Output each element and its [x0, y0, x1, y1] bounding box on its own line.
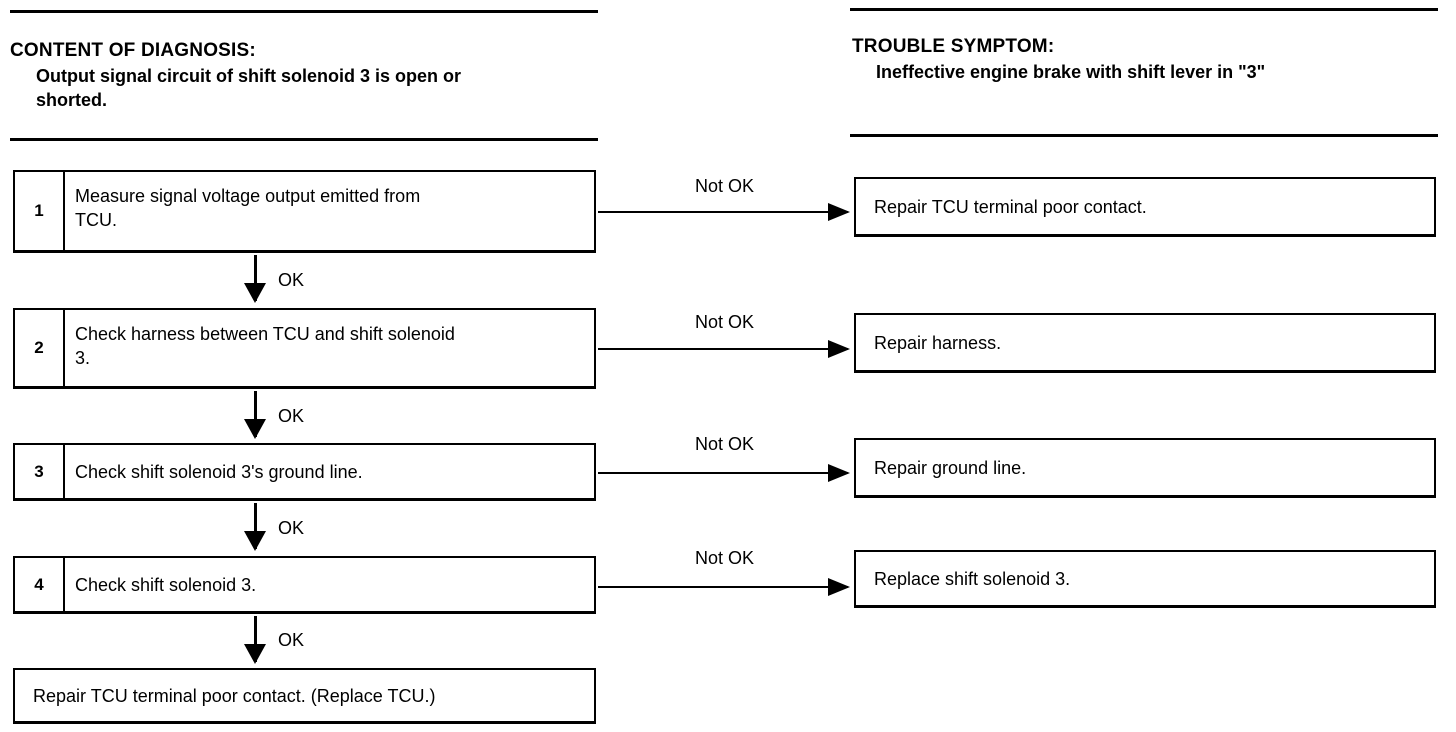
- step-number: 4: [15, 558, 65, 611]
- step-text-line-2: TCU.: [75, 210, 117, 230]
- not-ok-arrow-3: [598, 464, 850, 482]
- step-box-1: 1 Measure signal voltage output emitted …: [13, 170, 596, 253]
- step-text-line-1: Check shift solenoid 3's ground line.: [75, 462, 363, 482]
- result-text: Replace shift solenoid 3.: [874, 569, 1071, 589]
- result-box-2: Repair harness.: [854, 313, 1436, 373]
- not-ok-arrow-4: [598, 578, 850, 596]
- ok-label-4: OK: [278, 630, 305, 650]
- right-header-bottom-rule: [850, 134, 1438, 137]
- step-text-line-1: Measure signal voltage output emitted fr…: [75, 186, 421, 206]
- not-ok-label-1: Not OK: [695, 176, 755, 196]
- step-number: 2: [15, 310, 65, 386]
- diagnosis-line-2: shorted.: [36, 90, 108, 110]
- not-ok-label-3: Not OK: [695, 434, 755, 454]
- step-box-4: 4 Check shift solenoid 3.: [13, 556, 596, 614]
- final-result-box: Repair TCU terminal poor contact. (Repla…: [13, 668, 596, 724]
- symptom-text: Ineffective engine brake with shift leve…: [876, 62, 1266, 82]
- ok-label-3: OK: [278, 518, 305, 538]
- left-header-bottom-rule: [10, 138, 598, 141]
- result-text: Repair TCU terminal poor contact.: [874, 197, 1147, 217]
- step-text-line-1: Check shift solenoid 3.: [75, 575, 257, 595]
- step-box-3: 3 Check shift solenoid 3's ground line.: [13, 443, 596, 501]
- left-header-top-rule: [10, 10, 598, 13]
- ok-label-1: OK: [278, 270, 305, 290]
- step-number: 1: [15, 172, 65, 250]
- ok-arrow-4: [244, 616, 266, 664]
- not-ok-label-2: Not OK: [695, 312, 755, 332]
- not-ok-label-4: Not OK: [695, 548, 755, 568]
- result-box-1: Repair TCU terminal poor contact.: [854, 177, 1436, 237]
- ok-arrow-3: [244, 503, 266, 551]
- result-text: Repair harness.: [874, 333, 1002, 353]
- ok-arrow-1: [244, 255, 266, 303]
- step-box-2: 2 Check harness between TCU and shift so…: [13, 308, 596, 389]
- symptom-title: TROUBLE SYMPTOM:: [852, 36, 1055, 57]
- result-text: Repair ground line.: [874, 458, 1027, 478]
- diagnosis-title: CONTENT OF DIAGNOSIS:: [10, 40, 256, 61]
- step-number: 3: [15, 445, 65, 498]
- not-ok-arrow-1: [598, 203, 850, 221]
- step-text-line-1: Check harness between TCU and shift sole…: [75, 324, 455, 344]
- result-box-3: Repair ground line.: [854, 438, 1436, 498]
- step-text-line-2: 3.: [75, 348, 91, 368]
- right-header-top-rule: [850, 8, 1438, 11]
- diagnosis-line-1: Output signal circuit of shift solenoid …: [36, 66, 462, 86]
- result-box-4: Replace shift solenoid 3.: [854, 550, 1436, 608]
- final-result-text: Repair TCU terminal poor contact. (Repla…: [33, 686, 436, 706]
- not-ok-arrow-2: [598, 340, 850, 358]
- ok-arrow-2: [244, 391, 266, 439]
- ok-label-2: OK: [278, 406, 305, 426]
